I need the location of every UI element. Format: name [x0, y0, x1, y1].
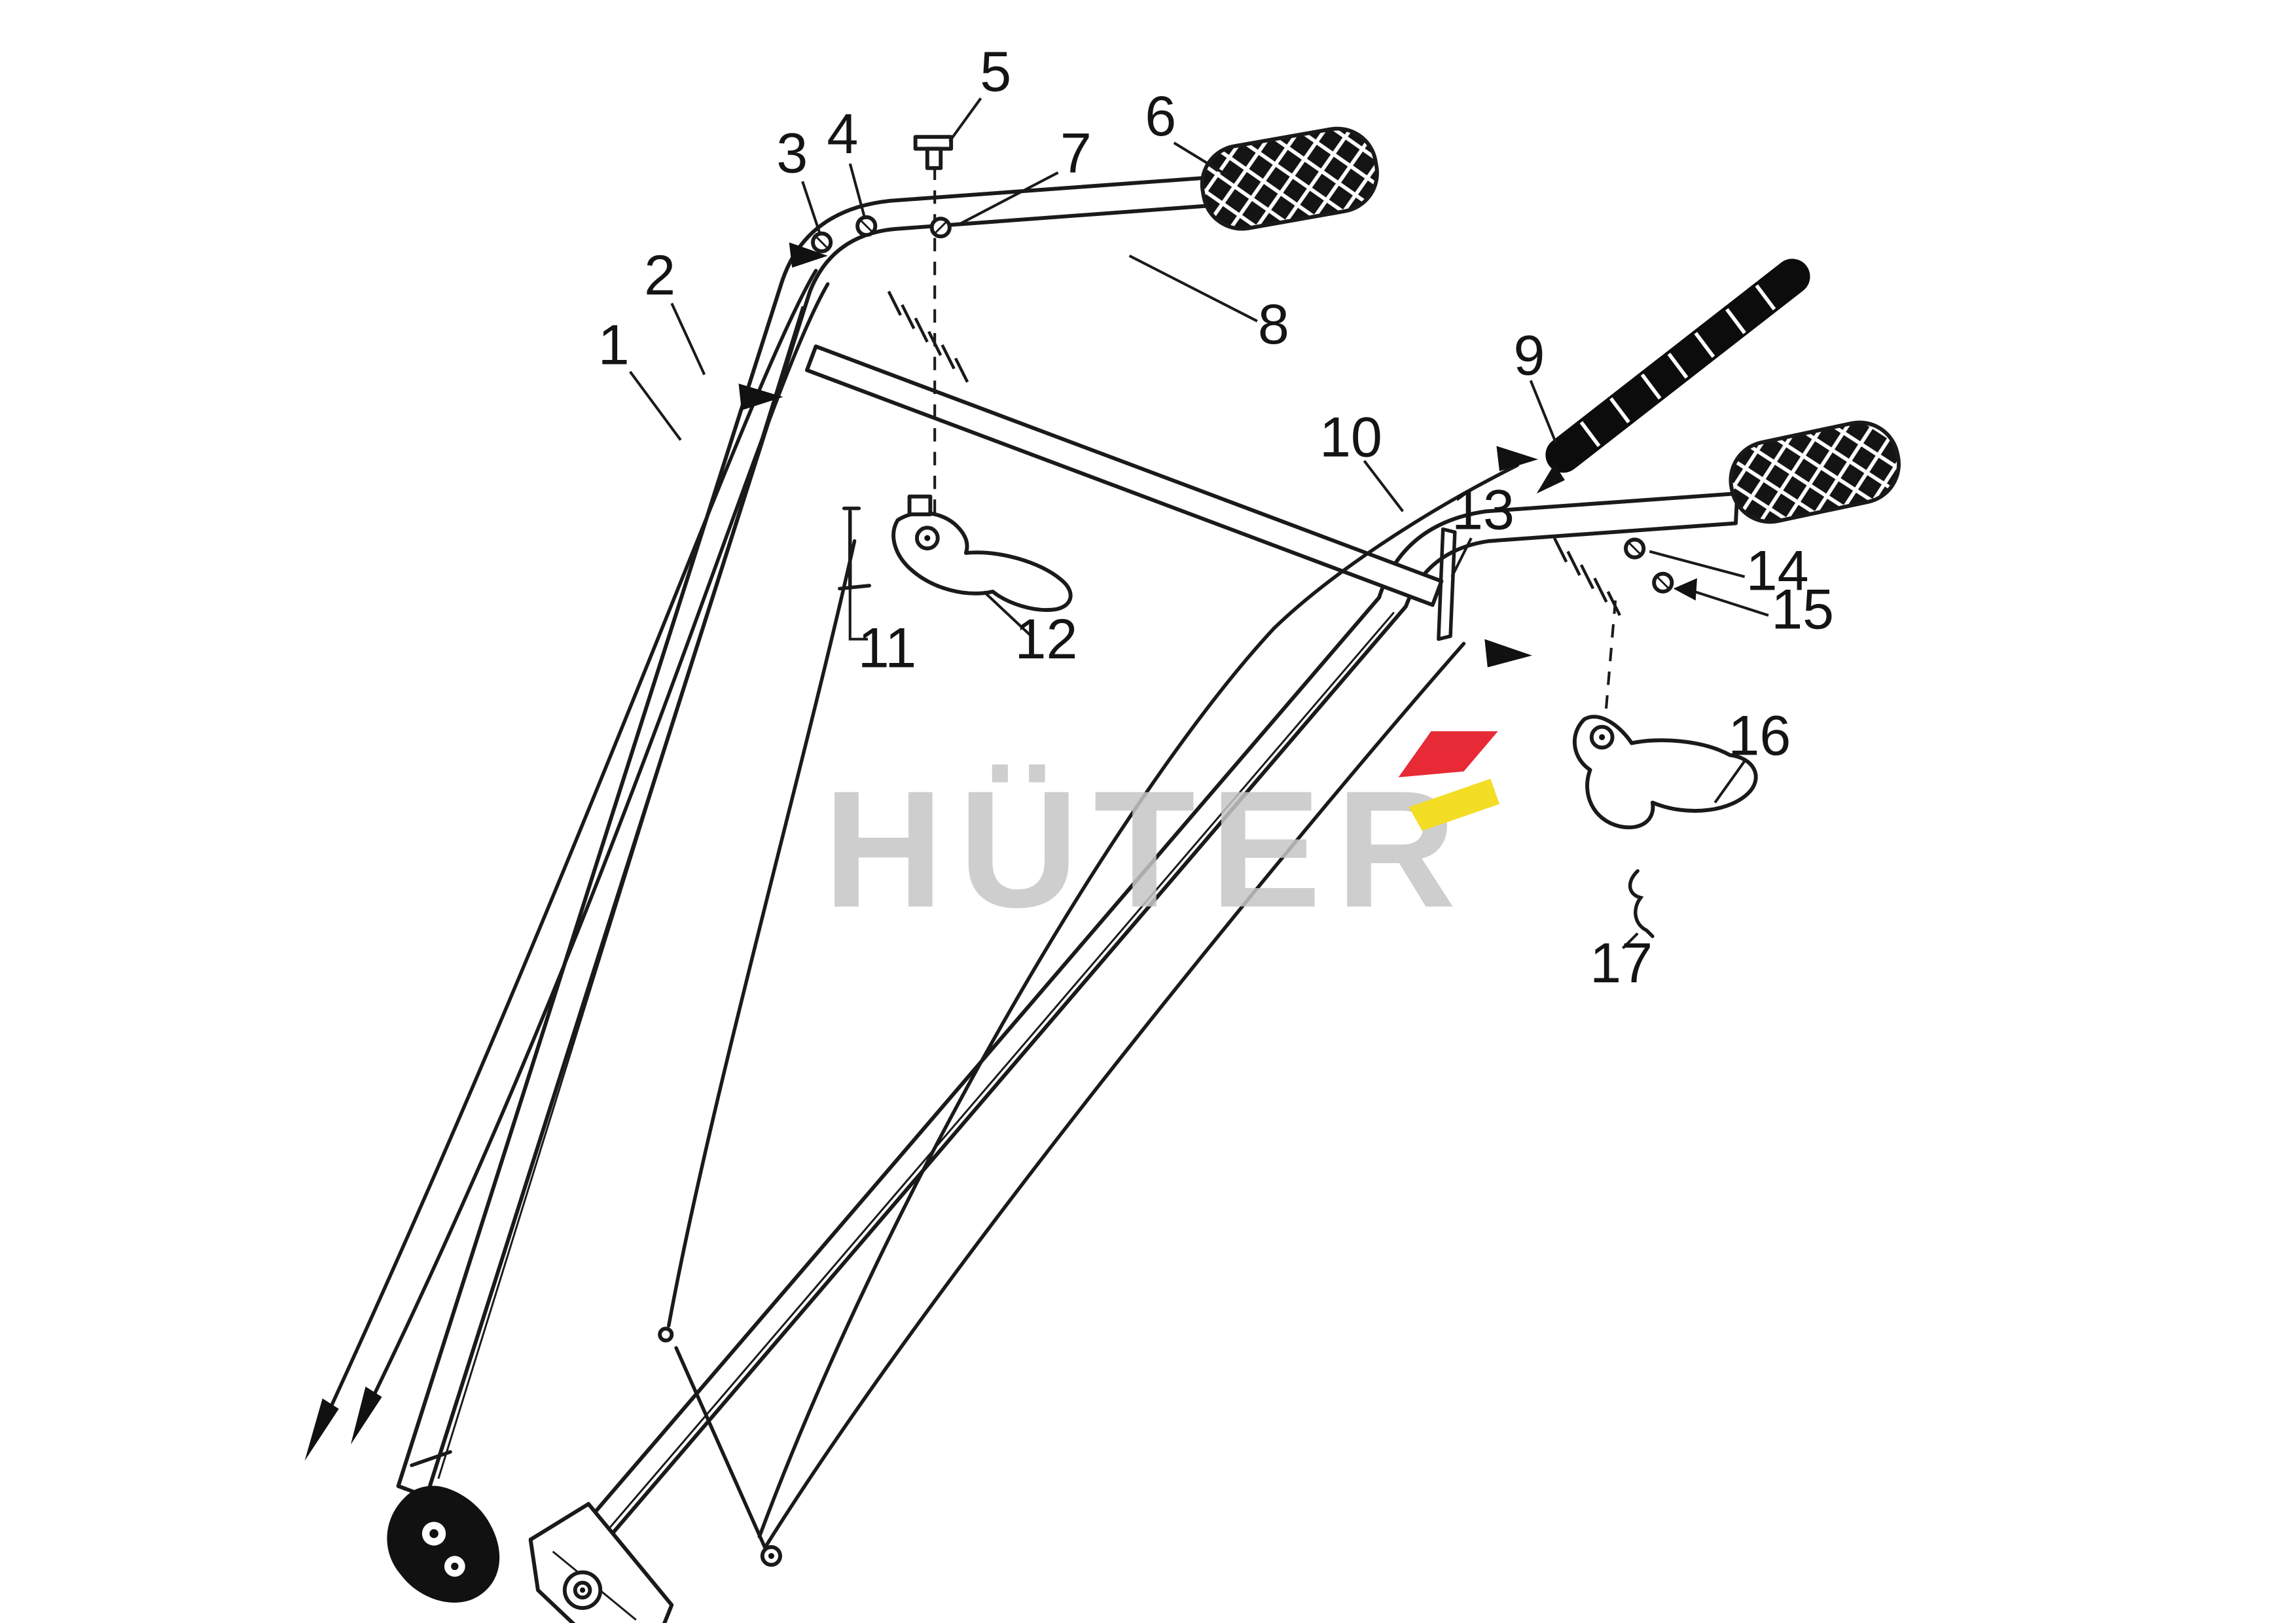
screw-15-slot: [1656, 576, 1670, 590]
left-handle-grip: [1200, 126, 1379, 231]
leader-line-5: [948, 97, 982, 143]
lever-12-pivot-dot: [924, 535, 931, 541]
leader-line-8: [1128, 254, 1258, 323]
leader-line-16: [1713, 760, 1746, 804]
cable-sleeve-wrap-ticks: [1579, 284, 1776, 448]
rod-end-bolt-dot: [768, 1553, 774, 1560]
callout-11: 11: [858, 617, 917, 680]
clamp-bolt-dot-2: [451, 1562, 459, 1571]
leader-line-7: [958, 171, 1059, 226]
callout-17: 17: [1590, 932, 1653, 995]
right-tube-inner-line: [594, 611, 1395, 1546]
linkage-rod: [674, 1346, 768, 1550]
leader-line-10: [1363, 459, 1405, 512]
callout-16: 16: [1728, 705, 1791, 768]
insert-arrow-left-bend-icon: [789, 242, 828, 268]
callout-labels: 1 2 3 4 5 6 7 8 9 10 11 12 13 14 15 16 1…: [598, 41, 1834, 995]
control-cable-right-2: [763, 641, 1466, 1549]
screw-14-slot: [1628, 541, 1641, 556]
right-knurl-ticks: [1552, 537, 1621, 616]
leader-line-2: [670, 302, 706, 376]
lower-right-clamp: [528, 1502, 674, 1623]
brand-flag-yellow-stripe: [1408, 779, 1499, 831]
callout-6: 6: [1145, 85, 1176, 148]
callout-15: 15: [1771, 579, 1834, 641]
lever-16-pivot-dot: [1599, 734, 1605, 741]
control-cable-left-2: [372, 282, 830, 1396]
leader-line-4: [848, 163, 867, 219]
lower-left-clamp: [387, 1486, 500, 1603]
brand-flag-red-stripe: [1398, 731, 1498, 777]
throttle-cable-middle: [667, 539, 857, 1328]
leader-line-17: [1621, 932, 1639, 950]
callout-10: 10: [1319, 406, 1382, 469]
throttle-lever-12: [891, 510, 1073, 612]
lever-12-adjuster: [907, 494, 933, 516]
screw-7-slot: [934, 221, 948, 234]
callout-7: 7: [1060, 122, 1092, 185]
brand-flag-icon: [1398, 731, 1499, 831]
bolt-5-shank: [925, 147, 943, 170]
callout-14: 14: [1746, 540, 1809, 603]
left-tube-joint-line: [410, 1450, 452, 1467]
callout-2: 2: [644, 244, 675, 307]
cable-sleeve-end-tip: [1536, 463, 1565, 494]
callout-3: 3: [776, 122, 808, 185]
throttle-lever-16: [1572, 715, 1758, 830]
callout-9: 9: [1513, 324, 1545, 387]
leader-line-6: [1173, 141, 1229, 177]
right-handle-grip: [1729, 420, 1901, 524]
left-tube-inner-line: [437, 306, 804, 1479]
callout-1: 1: [598, 314, 630, 377]
leader-line-9: [1529, 380, 1558, 444]
screw-4-slot: [859, 219, 873, 233]
mount-bracket-13: [1437, 527, 1457, 641]
cable-end-tips: [304, 1386, 382, 1461]
cable-end-ferrule: [658, 1327, 674, 1343]
leader-line-14: [1649, 550, 1746, 579]
leader-line-3: [801, 181, 822, 236]
callout-4: 4: [827, 103, 858, 166]
callout-12: 12: [1014, 608, 1077, 671]
control-cable-left-1: [329, 268, 818, 1408]
screw-3-slot: [815, 236, 829, 249]
insert-arrow-left-cables-icon: [738, 383, 783, 410]
leader-lines: [629, 97, 1769, 950]
watermark-text: HÜTER: [823, 756, 1471, 942]
leader-line-15: [1685, 587, 1769, 617]
callout-13: 13: [1452, 479, 1515, 542]
cross-brace-tube: [804, 344, 1444, 607]
control-cable-right-1: [757, 463, 1519, 1539]
insert-arrow-sleeve-icon: [1496, 446, 1539, 472]
callout-5: 5: [980, 41, 1011, 103]
assembly-axis-right: [1604, 600, 1617, 722]
clamp-pivot-bolt-dot: [579, 1587, 586, 1593]
watermark: HÜTER: [823, 731, 1499, 942]
leader-line-12: [982, 590, 1033, 637]
callout-8: 8: [1258, 293, 1289, 356]
left-knurl-ticks: [887, 291, 969, 383]
leader-line-13: [1450, 537, 1473, 578]
handlebar-assembly: [304, 126, 1901, 1623]
insert-arrow-right-bend-icon: [1484, 639, 1532, 668]
leader-line-1: [629, 370, 682, 441]
leader-line-11: [848, 538, 869, 641]
clamp-bolt-dot-1: [429, 1529, 439, 1539]
leader-15-arrowhead: [1673, 578, 1697, 601]
cable-hook-17: [1628, 869, 1655, 938]
